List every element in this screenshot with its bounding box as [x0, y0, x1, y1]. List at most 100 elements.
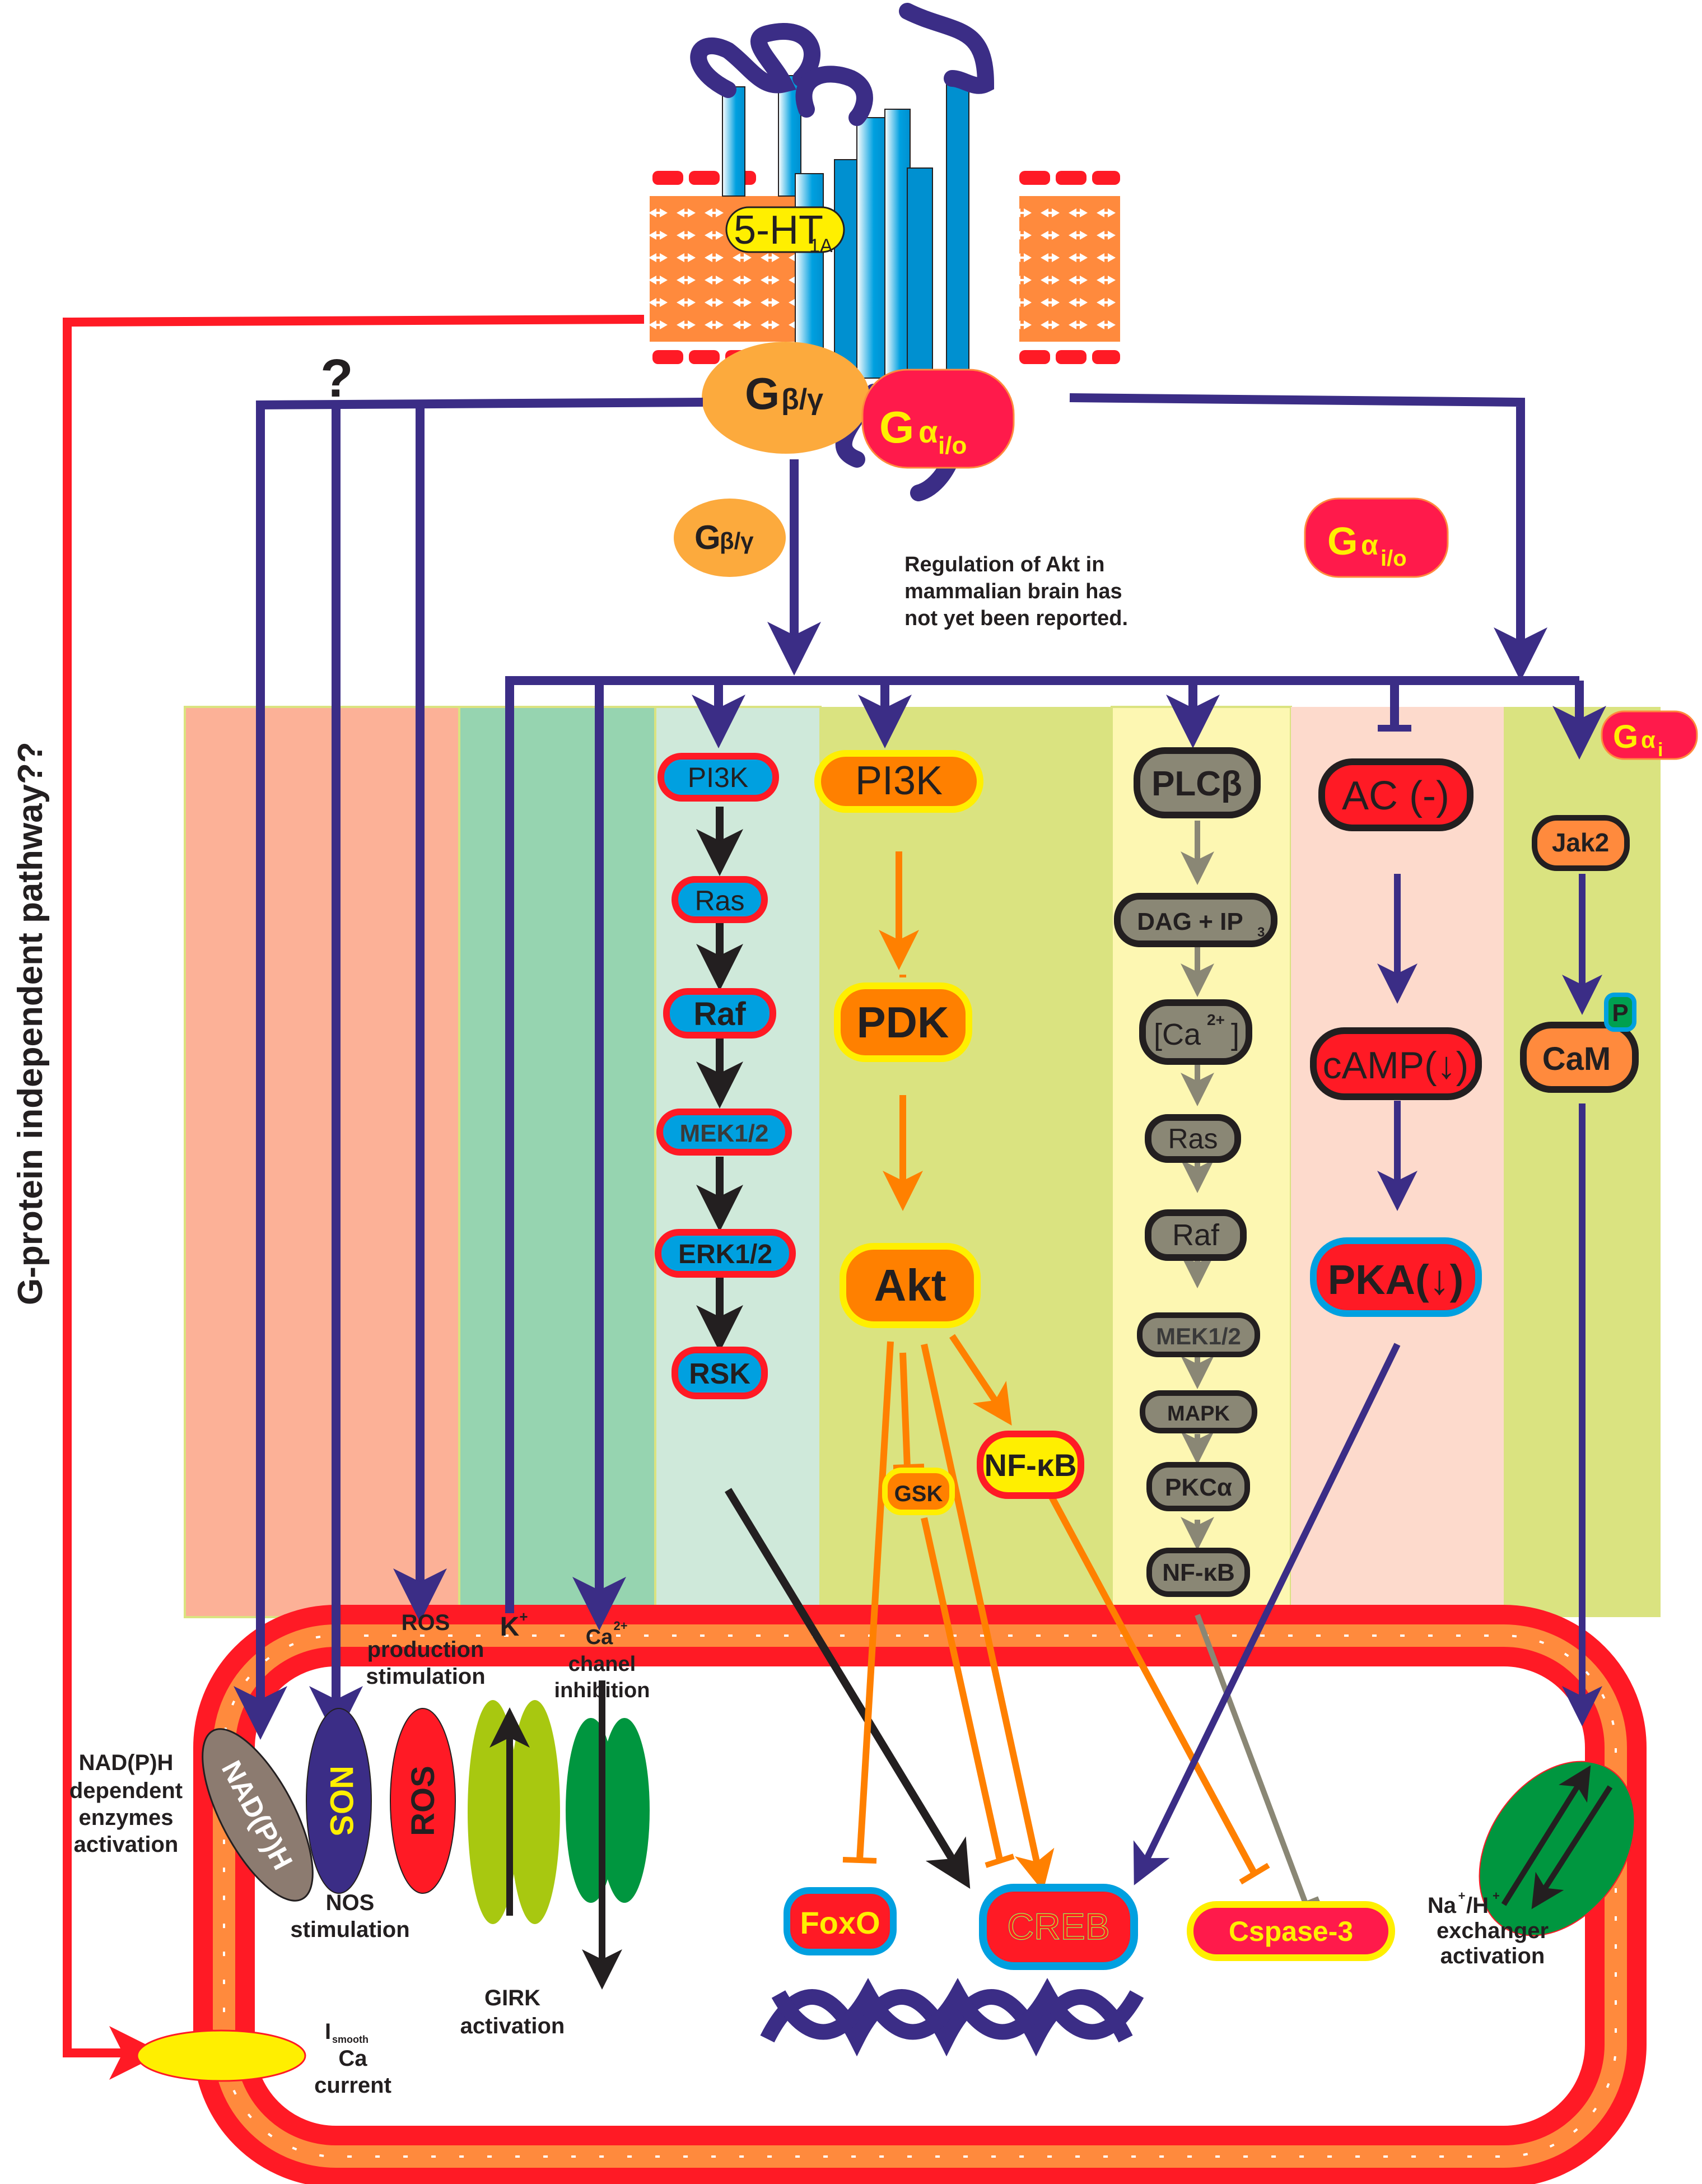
- plc-nfkb: NF-κB: [1146, 1548, 1250, 1597]
- erk-raf: Raf: [663, 988, 776, 1039]
- svg-text:G-protein independent pathway?: G-protein independent pathway??: [11, 742, 50, 1305]
- svg-text:Ras: Ras: [1168, 1123, 1218, 1154]
- svg-text:exchanger: exchanger: [1437, 1918, 1549, 1943]
- svg-text:CaM: CaM: [1542, 1041, 1611, 1077]
- plc-ca: [Ca 2+ ]: [1139, 999, 1252, 1065]
- akt-pi3k: PI3K: [814, 750, 983, 813]
- plc-plcb: PLCβ: [1134, 747, 1261, 818]
- erk-ras: Ras: [672, 876, 768, 923]
- svg-text:GSK: GSK: [894, 1482, 943, 1506]
- svg-text:DAG + IP: DAG + IP: [1137, 908, 1243, 935]
- svg-text:]: ]: [1231, 1018, 1239, 1051]
- svg-text:smooth: smooth: [332, 2034, 369, 2045]
- svg-text:G: G: [1613, 719, 1638, 755]
- g-protein-connectors: [234, 393, 1606, 1740]
- nuclear-membrane: [193, 1605, 1647, 2184]
- svg-text:β/γ: β/γ: [781, 383, 823, 416]
- receptor-label: 5-HT 1A: [725, 206, 845, 257]
- girk-channel: [468, 1700, 560, 1924]
- svg-text:Raf: Raf: [1172, 1218, 1220, 1252]
- g-beta-gamma-free: G β/γ: [674, 499, 786, 577]
- svg-text:ROS: ROS: [402, 1610, 450, 1635]
- svg-text:Akt: Akt: [874, 1260, 946, 1310]
- svg-text:3: 3: [1257, 925, 1265, 940]
- svg-text:K: K: [500, 1612, 520, 1642]
- svg-text:G: G: [879, 402, 914, 452]
- plc-cascade: PLCβ DAG + IP 3 [Ca 2+ ] Ras Raf MEK1/2 …: [1114, 747, 1320, 1913]
- ac-ac: AC (-): [1318, 758, 1473, 831]
- caspase3-target: Cspase-3: [1187, 1901, 1395, 1961]
- svg-text:NOS: NOS: [326, 1890, 375, 1915]
- ros-label: ROS production stimulation: [366, 1610, 485, 1689]
- ca-current-channel: [136, 2029, 306, 2082]
- ac-pka: PKA(↓): [1310, 1237, 1482, 1317]
- nos-label: NOS stimulation: [290, 1890, 409, 1942]
- svg-text:PDK: PDK: [857, 998, 949, 1047]
- nadph-enzyme: NAD(P)H: [202, 1728, 314, 1902]
- svg-text:MEK1/2: MEK1/2: [1156, 1323, 1241, 1349]
- akt-akt: Akt: [840, 1243, 981, 1328]
- svg-text:ROS: ROS: [405, 1766, 441, 1836]
- ca-channel: [566, 1680, 650, 1990]
- question-mark: ?: [320, 348, 353, 408]
- lane-ion-channels: [458, 706, 656, 1618]
- ros-enzyme: ROS: [390, 1708, 456, 1894]
- svg-text:AC (-): AC (-): [1342, 774, 1449, 818]
- svg-text:activation: activation: [1440, 1944, 1545, 1968]
- svg-text:production: production: [367, 1637, 484, 1662]
- svg-text:mammalian brain has: mammalian brain has: [904, 580, 1122, 603]
- erk-cascade: PI3K Ras Raf MEK1/2 ERK1/2 RSK: [655, 753, 971, 1889]
- svg-text:+: +: [519, 1608, 528, 1625]
- svg-text:G: G: [694, 519, 721, 556]
- svg-text:Raf: Raf: [693, 996, 746, 1032]
- svg-text:i: i: [1658, 739, 1663, 761]
- g-protein-independent-pathway: G-protein independent pathway??: [11, 315, 645, 2080]
- svg-text:α: α: [1641, 727, 1656, 753]
- membrane-proteins: NAD(P)H NOS ROS: [136, 1680, 1635, 2082]
- svg-text:dependent: dependent: [69, 1778, 183, 1803]
- g-alpha-io-free: G α i/o: [1304, 497, 1449, 578]
- svg-text:G: G: [1327, 519, 1358, 563]
- svg-text:Regulation of Akt in: Regulation of Akt in: [904, 553, 1104, 576]
- svg-text:PI3K: PI3K: [688, 762, 748, 793]
- nuclear-targets: FoxO CREB CREB Cspase-3: [784, 1884, 1395, 1970]
- dna-helix: [760, 1978, 1144, 2057]
- svg-text:enzymes: enzymes: [79, 1805, 174, 1830]
- erk-pi3k: PI3K: [658, 753, 779, 802]
- svg-text:ERK1/2: ERK1/2: [678, 1240, 772, 1269]
- svg-text:MEK1/2: MEK1/2: [680, 1120, 769, 1147]
- svg-text:cAMP(↓): cAMP(↓): [1323, 1044, 1469, 1087]
- svg-text:PKA(↓): PKA(↓): [1328, 1256, 1464, 1303]
- svg-text:i/o: i/o: [1381, 546, 1407, 571]
- k-label: K +: [500, 1608, 528, 1642]
- svg-text:α: α: [1361, 529, 1378, 561]
- erk-mek: MEK1/2: [656, 1109, 792, 1156]
- erk-arrows: [696, 807, 971, 1889]
- plc-mek: MEK1/2: [1137, 1312, 1260, 1357]
- akt-regulation-note: Regulation of Akt in mammalian brain has…: [904, 553, 1128, 630]
- svg-text:2+: 2+: [613, 1619, 627, 1633]
- svg-text:stimulation: stimulation: [366, 1664, 485, 1689]
- ca-channel-label: Ca 2+ chanel inhibition: [554, 1619, 650, 1702]
- svg-text:Cspase-3: Cspase-3: [1229, 1916, 1353, 1947]
- svg-text:current: current: [314, 2073, 391, 2098]
- svg-text:α: α: [918, 414, 938, 449]
- jak-cascade: Jak2 CaM P: [1520, 815, 1639, 1726]
- erk-erk12: ERK1/2: [655, 1229, 796, 1278]
- ac-cascade: AC (-) cAMP(↓) PKA(↓): [1133, 758, 1482, 1885]
- svg-text:Jak2: Jak2: [1552, 828, 1609, 857]
- svg-text:[Ca: [Ca: [1154, 1018, 1201, 1051]
- nhe-label: Na + /H + exchanger activation: [1428, 1889, 1549, 1968]
- svg-text:P: P: [1612, 999, 1628, 1027]
- svg-text:GIRK: GIRK: [484, 1986, 540, 2010]
- g-alpha-i: G α i: [1601, 710, 1698, 761]
- girk-label: GIRK activation: [460, 1986, 565, 2038]
- svg-text:FoxO: FoxO: [800, 1905, 880, 1940]
- svg-text:5-HT: 5-HT: [734, 208, 823, 253]
- plc-ras: Ras: [1145, 1114, 1241, 1163]
- akt-pdk: PDK: [834, 982, 972, 1062]
- svg-text:PKCα: PKCα: [1165, 1474, 1232, 1501]
- svg-text:CREB: CREB: [1007, 1906, 1109, 1947]
- svg-text:Ca: Ca: [338, 2046, 367, 2071]
